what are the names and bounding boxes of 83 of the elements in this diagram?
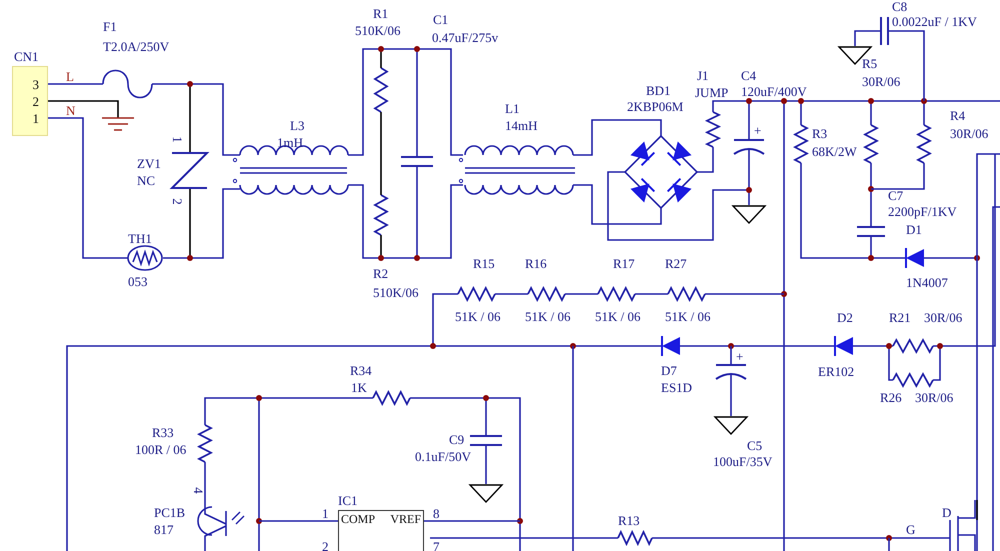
component-label: 1mH xyxy=(277,136,303,149)
ic-chip-outline xyxy=(338,510,424,551)
component-label: ZV1 xyxy=(137,157,161,170)
component-label: 100uF/35V xyxy=(713,455,772,468)
component-label: 0.47uF/275v xyxy=(432,31,498,44)
pin-number: 8 xyxy=(433,507,440,520)
component-label: R16 xyxy=(525,257,547,270)
component-label: 1K xyxy=(351,381,367,394)
pin-name: VREF xyxy=(390,513,421,525)
component-label: 30R/06 xyxy=(915,391,954,404)
component-label: D2 xyxy=(837,311,853,324)
component-label: 2200pF/1KV xyxy=(888,205,957,218)
component-label: C9 xyxy=(449,433,464,446)
component-label: R26 xyxy=(880,391,902,404)
component-label: + xyxy=(736,350,744,363)
component-label: 817 xyxy=(154,523,174,536)
component-label: 30R/06 xyxy=(950,127,988,140)
component-label: L3 xyxy=(290,119,304,132)
component-label: 100R / 06 xyxy=(135,443,186,456)
component-label: C8 xyxy=(892,0,908,13)
connector-block xyxy=(12,66,48,136)
component-label: IC1 xyxy=(338,494,358,507)
component-label: R34 xyxy=(350,364,372,377)
component-label: 14mH xyxy=(505,119,538,132)
component-label: L xyxy=(66,70,74,83)
component-label: JUMP xyxy=(695,86,728,99)
component-label: CN1 xyxy=(14,50,39,63)
component-label: R4 xyxy=(950,109,966,122)
component-label: R15 xyxy=(473,257,495,270)
component-label: R3 xyxy=(812,127,828,140)
component-label: G xyxy=(906,523,916,536)
pin-number: 1 xyxy=(32,112,39,125)
component-label: J1 xyxy=(697,69,709,82)
component-label: NC xyxy=(137,174,156,187)
component-label: L1 xyxy=(505,102,520,115)
pin-number: 7 xyxy=(433,540,440,551)
component-label: T2.0A/250V xyxy=(103,40,170,53)
component-label: 053 xyxy=(128,275,148,288)
component-label: PC1B xyxy=(154,506,186,519)
component-label: 51K / 06 xyxy=(455,310,500,323)
component-label: TH1 xyxy=(128,232,152,245)
component-label: 51K / 06 xyxy=(665,310,710,323)
component-label: 0.0022uF / 1KV xyxy=(892,15,977,28)
component-label: 30R/06 xyxy=(924,311,962,324)
pin-name: COMP xyxy=(341,513,376,525)
component-label: ER102 xyxy=(818,365,854,378)
component-label: 1N4007 xyxy=(906,276,948,289)
pin-number: 1 xyxy=(322,507,328,520)
component-label: C5 xyxy=(747,439,762,452)
component-label: ES1D xyxy=(661,381,692,394)
pin-number: 3 xyxy=(32,78,39,91)
component-label: 30R/06 xyxy=(862,75,900,88)
component-label: C4 xyxy=(741,69,756,82)
component-label: 2KBP06M xyxy=(627,100,684,113)
component-label: 68K/2W xyxy=(812,145,857,158)
component-label: 2 xyxy=(170,198,184,205)
component-label: R27 xyxy=(665,257,687,270)
component-label: D1 xyxy=(906,223,922,236)
component-label: R33 xyxy=(152,426,174,439)
component-label: 4 xyxy=(192,487,205,494)
component-label: 510K/06 xyxy=(373,286,418,299)
component-label: 0.1uF/50V xyxy=(415,450,471,463)
component-label: R13 xyxy=(618,514,640,527)
component-label: 51K / 06 xyxy=(595,310,640,323)
component-label: F1 xyxy=(103,20,117,33)
component-label: R17 xyxy=(613,257,635,270)
component-label: C7 xyxy=(888,189,904,202)
component-label: D xyxy=(942,506,952,519)
pin-number: 2 xyxy=(322,540,328,551)
component-label: C1 xyxy=(433,13,448,26)
component-label: BD1 xyxy=(646,84,671,97)
component-label: 120uF/400V xyxy=(741,85,807,98)
component-label: R21 xyxy=(889,311,911,324)
component-label: 1 xyxy=(170,136,184,143)
pin-number: 2 xyxy=(32,95,39,108)
component-label: 510K/06 xyxy=(355,24,400,37)
component-label: R1 xyxy=(373,7,388,20)
component-label: R5 xyxy=(862,57,878,70)
component-label: + xyxy=(754,124,762,137)
component-label: D7 xyxy=(661,364,677,377)
component-label: N xyxy=(66,104,76,117)
component-label: R2 xyxy=(373,267,388,280)
component-label: 51K / 06 xyxy=(525,310,570,323)
